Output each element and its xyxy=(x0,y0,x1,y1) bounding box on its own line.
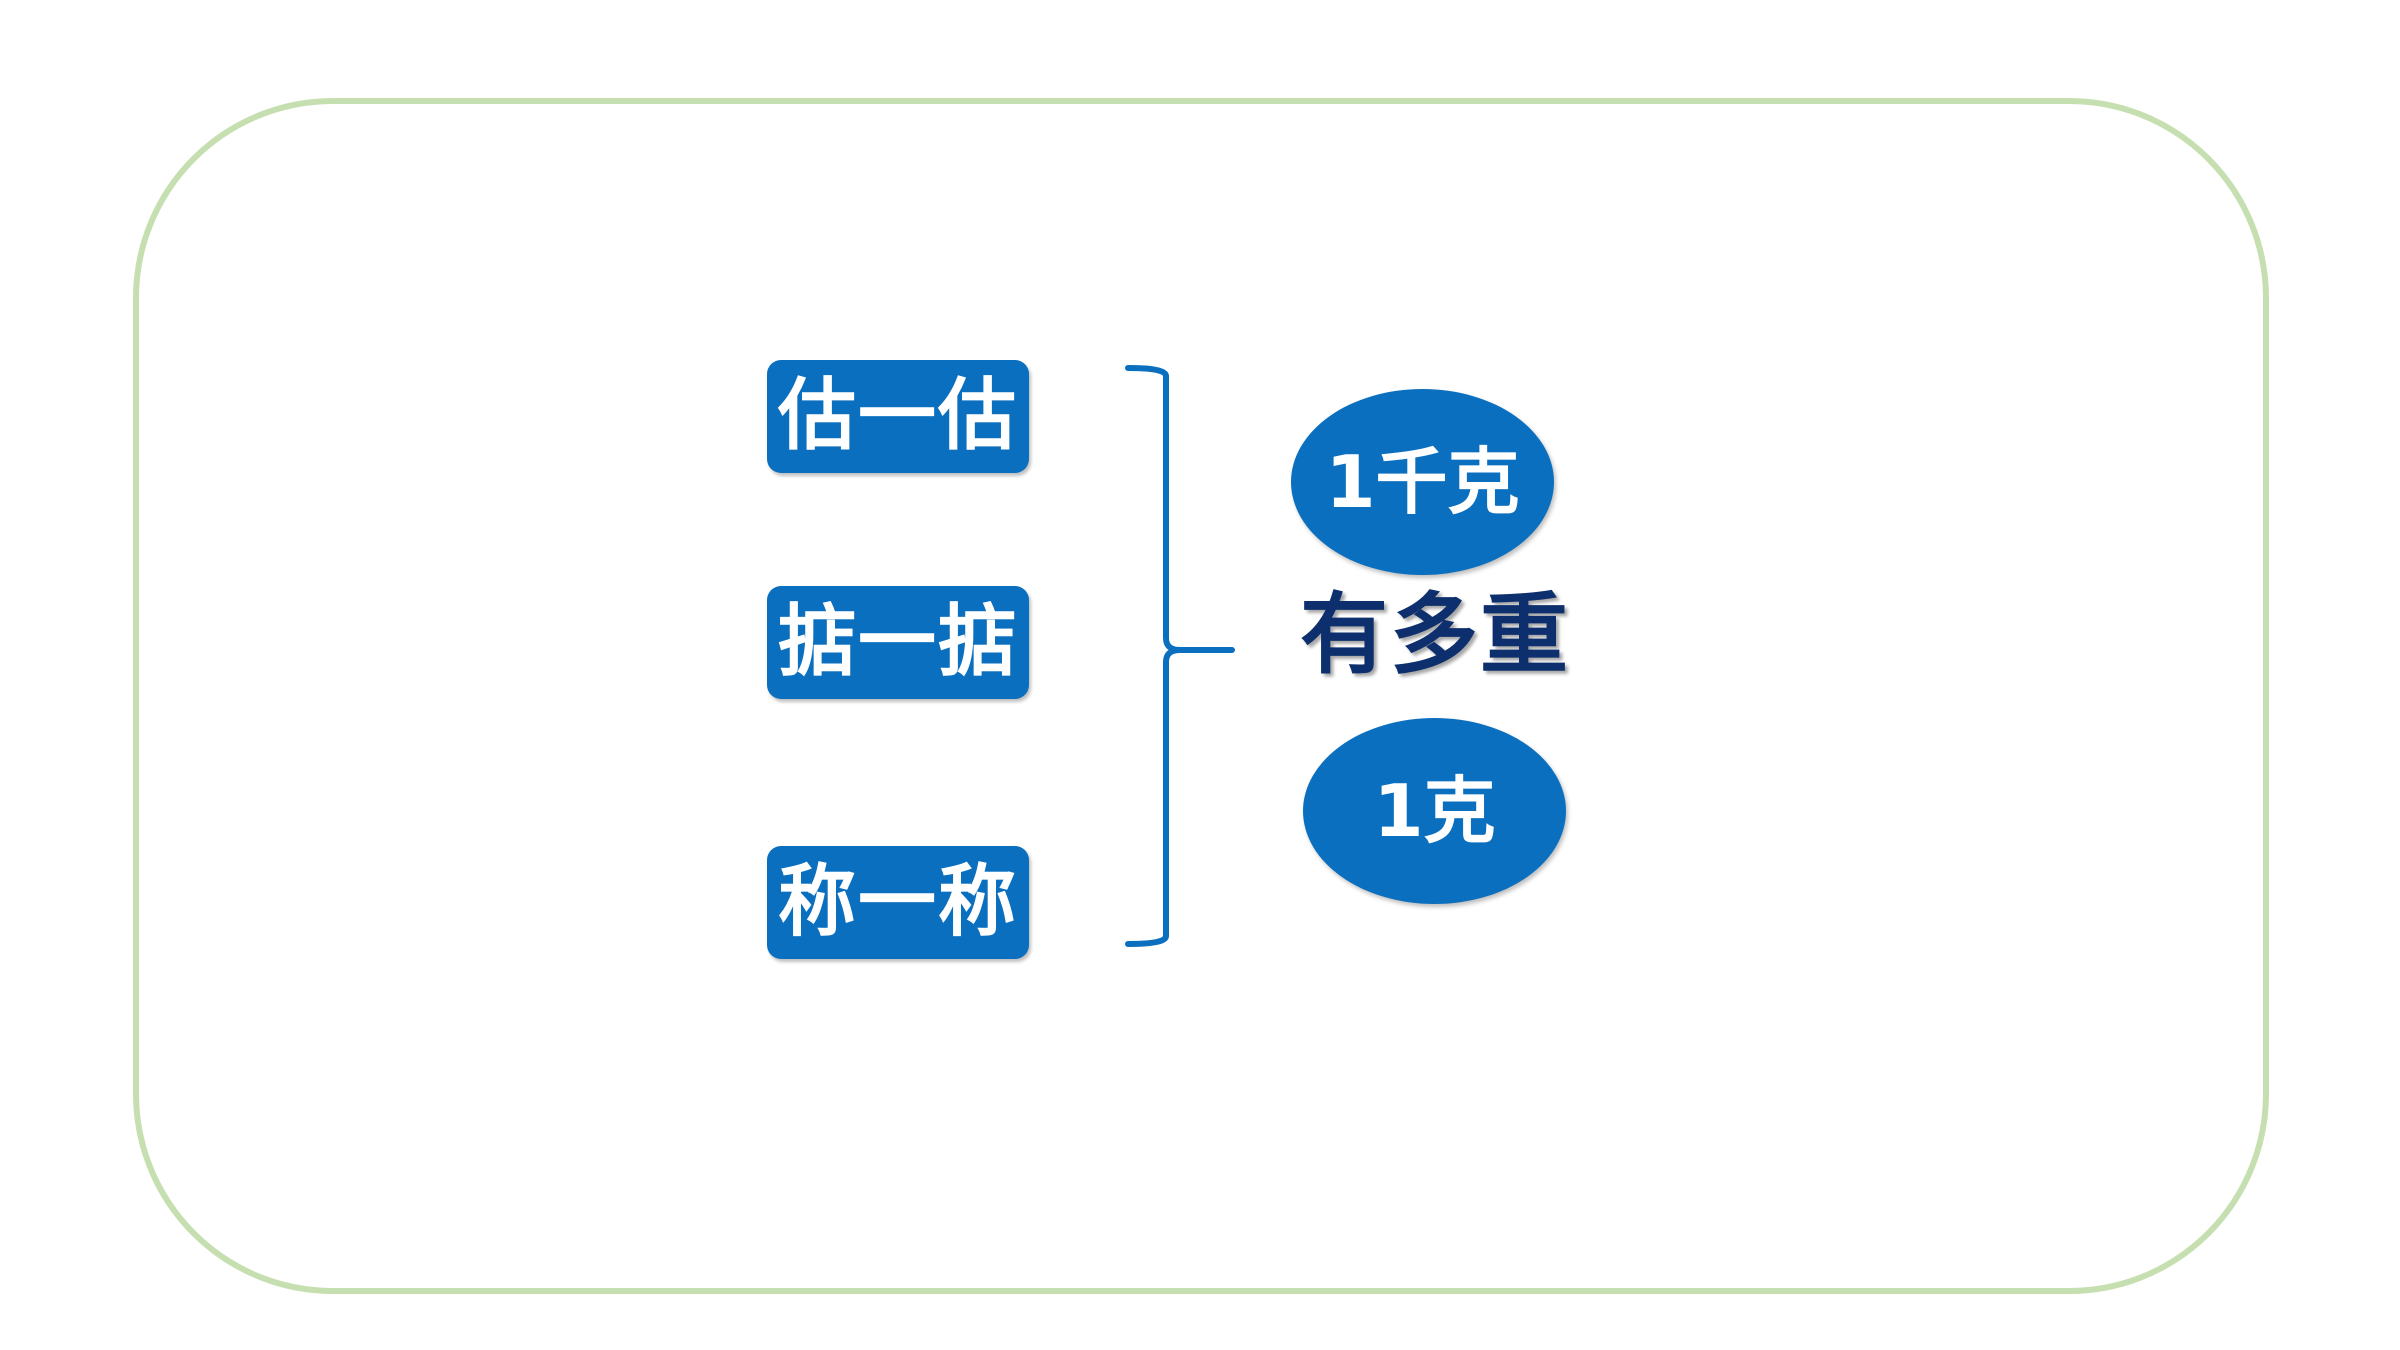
unit-kilogram-oval: 1千克 xyxy=(1291,389,1554,575)
method-weigh-box: 称一称 xyxy=(767,846,1029,959)
right-curly-bracket xyxy=(1125,365,1235,947)
method-heft-box: 掂一掂 xyxy=(767,586,1029,699)
unit-gram-oval: 1克 xyxy=(1303,718,1566,904)
diagram-title: 有多重 xyxy=(1300,583,1571,686)
rounded-frame xyxy=(133,98,2269,1294)
method-estimate-box: 估一估 xyxy=(767,360,1029,473)
